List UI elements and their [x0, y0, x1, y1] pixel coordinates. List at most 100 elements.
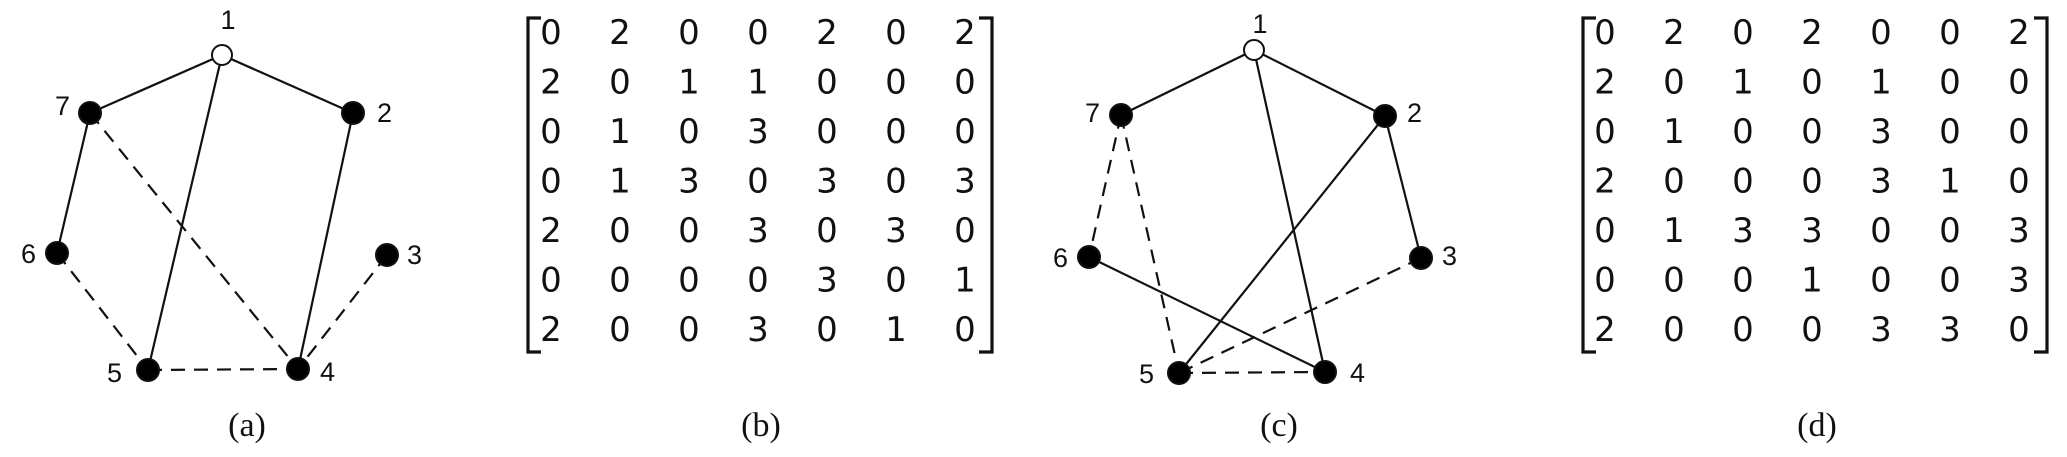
matrix-d-cell: 0: [1663, 310, 1685, 350]
node-a-7: [78, 101, 102, 125]
matrix-d-cell: 0: [1801, 310, 1823, 350]
node-label-a-7: 7: [55, 91, 70, 121]
matrix-b-cell: 0: [609, 63, 631, 103]
matrix-b-cell: 0: [609, 261, 631, 301]
matrix-d-cell: 1: [1663, 112, 1685, 152]
node-label-a-6: 6: [21, 239, 36, 269]
edge-c-1-7: [1120, 49, 1255, 116]
matrix-b-cell: 1: [954, 261, 976, 301]
node-c-7: [1109, 103, 1133, 127]
edge-a-1-7: [89, 53, 223, 115]
matrix-d-cell: 0: [1732, 162, 1754, 202]
matrix-d-cell: 0: [1801, 162, 1823, 202]
matrix-d-cell: 0: [2008, 63, 2030, 103]
matrix-d-cell: 0: [1732, 261, 1754, 301]
node-label-c-7: 7: [1085, 98, 1100, 128]
node-a-2: [341, 101, 365, 125]
edge-a-6-5: [56, 252, 149, 371]
matrix-b-cell: 0: [540, 162, 562, 202]
matrix-b-cell: 0: [678, 211, 700, 251]
node-label-c-3: 3: [1442, 241, 1457, 271]
node-label-c-4: 4: [1350, 358, 1365, 388]
node-c-6: [1077, 245, 1101, 269]
matrix-d-cell: 0: [2008, 162, 2030, 202]
node-label-a-5: 5: [107, 358, 122, 388]
matrix-d-cell: 1: [1663, 211, 1685, 251]
matrix-d-cell: 0: [1939, 261, 1961, 301]
matrix-b-cell: 2: [816, 13, 838, 53]
matrix-b-cell: 1: [609, 162, 631, 202]
node-label-a-1: 1: [220, 5, 235, 35]
caption-c: (c): [1260, 407, 1298, 444]
node-a-1: [211, 44, 233, 66]
matrix-b-cell: 0: [885, 261, 907, 301]
matrix-d-cell: 0: [1663, 63, 1685, 103]
edge-c-1-4: [1252, 49, 1327, 373]
matrix-b-cell: 1: [678, 63, 700, 103]
matrix-b-left-bracket: [526, 16, 541, 354]
matrix-d-cell: 3: [2008, 211, 2030, 251]
matrix-d-cell: 0: [1939, 211, 1961, 251]
node-label-a-2: 2: [377, 98, 392, 128]
matrix-b-cell: 0: [954, 310, 976, 350]
matrix-d-cell: 0: [1801, 112, 1823, 152]
matrix-d-cell: 3: [1870, 112, 1892, 152]
edge-c-2-5: [1178, 115, 1386, 374]
matrix-d-cell: 1: [1939, 162, 1961, 202]
matrix-b-right-bracket: [979, 16, 994, 354]
matrix-b-cell: 0: [885, 13, 907, 53]
matrix-b-cell: 1: [609, 112, 631, 152]
matrix-d-cell: 0: [1870, 13, 1892, 53]
matrix-b-cell: 0: [678, 112, 700, 152]
matrix-b-cell: 0: [609, 310, 631, 350]
matrix-b-cell: 3: [885, 211, 907, 251]
matrix-b-cell: 0: [747, 162, 769, 202]
matrix-b-cell: 2: [954, 13, 976, 53]
matrix-d-cell: 3: [1939, 310, 1961, 350]
matrix-b-cell: 0: [540, 112, 562, 152]
matrix-b-cell: 3: [747, 211, 769, 251]
matrix-d-cell: 0: [1801, 63, 1823, 103]
edge-c-7-6: [1087, 114, 1123, 258]
matrix-b-cell: 0: [816, 211, 838, 251]
matrix-b-cell: 0: [540, 13, 562, 53]
node-c-4: [1313, 360, 1337, 384]
matrix-d-cell: 0: [1663, 261, 1685, 301]
node-label-c-1: 1: [1252, 9, 1267, 39]
matrix-b-cell: 0: [816, 112, 838, 152]
edge-c-2-3: [1383, 115, 1423, 259]
matrix-d-cell: 2: [1663, 13, 1685, 53]
node-a-5: [136, 358, 160, 382]
matrix-b-cell: 0: [747, 261, 769, 301]
matrix-b-cell: 3: [747, 112, 769, 152]
matrix-b-cell: 0: [609, 211, 631, 251]
node-label-c-5: 5: [1139, 359, 1154, 389]
matrix-b-cell: 3: [954, 162, 976, 202]
matrix-d-cell: 3: [1870, 162, 1892, 202]
matrix-d-cell: 3: [1801, 211, 1823, 251]
edge-c-3-5: [1178, 257, 1422, 374]
node-a-3: [375, 243, 399, 267]
matrix-d-cell: 0: [1594, 112, 1616, 152]
matrix-d-cell: 0: [2008, 310, 2030, 350]
node-c-1: [1243, 39, 1265, 61]
node-label-a-4: 4: [320, 357, 335, 387]
node-label-c-6: 6: [1053, 243, 1068, 273]
caption-b: (b): [741, 407, 781, 444]
matrix-b-cell: 2: [540, 63, 562, 103]
matrix-d-cell: 3: [1870, 310, 1892, 350]
matrix-d-cell: 0: [1594, 211, 1616, 251]
matrix-b-cell: 1: [747, 63, 769, 103]
matrix-b-cell: 0: [954, 112, 976, 152]
edge-c-1-2: [1253, 49, 1386, 117]
matrix-d-cell: 1: [1870, 63, 1892, 103]
matrix-b-cell: 0: [885, 112, 907, 152]
matrix-d-cell: 2: [1594, 310, 1616, 350]
matrix-d-cell: 0: [1594, 13, 1616, 53]
matrix-b-cell: 3: [816, 162, 838, 202]
edge-a-7-6: [55, 112, 92, 254]
